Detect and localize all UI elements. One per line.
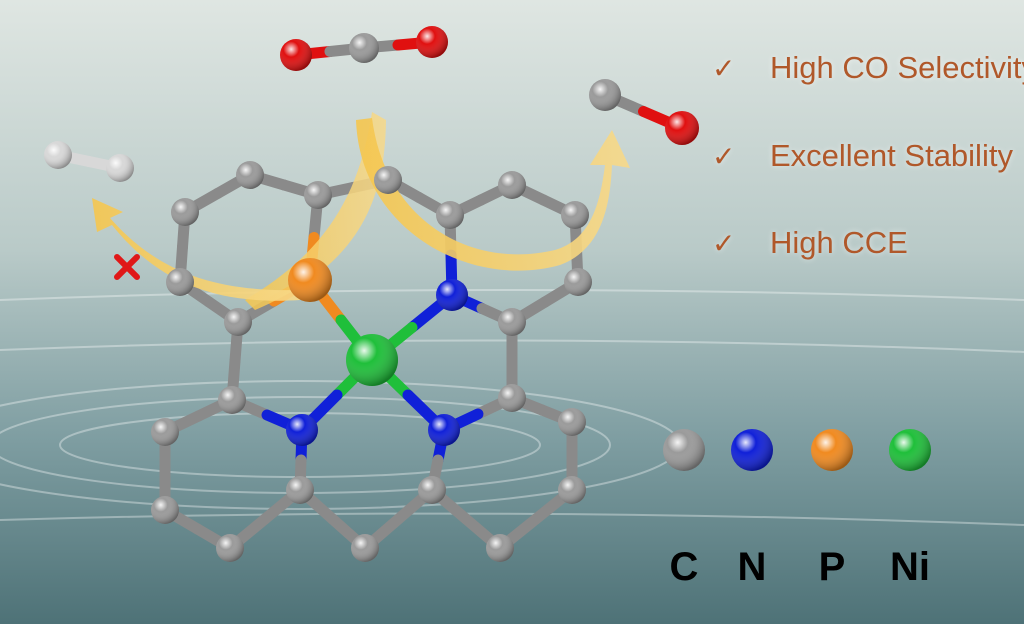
atom-c [166,268,194,296]
legend-swatch-p [811,429,853,471]
atom-c [558,476,586,504]
atoms-layer [44,26,699,562]
atom-c [171,198,199,226]
atom-o [416,26,448,58]
atom-c [561,201,589,229]
atom-n [436,279,468,311]
atom-c [218,386,246,414]
atom-c [564,268,592,296]
atom-c [374,166,402,194]
atom-h [106,154,134,182]
atom-p [288,258,332,302]
atom-c [498,171,526,199]
atom-c [286,476,314,504]
legend-label: C [669,545,699,589]
atom-c [351,534,379,562]
legend-swatch-ni [889,429,931,471]
legend-label: P [818,545,846,589]
feature-label: Excellent Stability [770,138,1013,173]
atom-c [151,496,179,524]
h2-blocked-arrow [92,198,300,301]
atom-c [498,308,526,336]
check-icon: ✓ [712,51,736,85]
legend-label: N [737,545,767,589]
feature-label: High CCE [770,225,908,260]
feature-item: ✓ High CCE [712,225,908,261]
feature-item: ✓ Excellent Stability [712,138,1013,174]
atom-n [286,414,318,446]
atom-c [236,161,264,189]
legend-swatch-n [731,429,773,471]
legend-swatch-c [663,429,705,471]
check-icon: ✓ [712,226,736,260]
atom-h [44,141,72,169]
atom-ni [346,334,398,386]
atom-o [665,111,699,145]
atom-c [558,408,586,436]
co-release-arrow [356,118,630,271]
feature-item: ✓ High CO Selectivity [712,50,1024,86]
atom-c [486,534,514,562]
atom-c [418,476,446,504]
atom-c [436,201,464,229]
check-icon: ✓ [712,139,736,173]
atom-o [280,39,312,71]
atom-c [589,79,621,111]
atom-c [498,384,526,412]
atom-c [216,534,244,562]
atom-n [428,414,460,446]
atom-c [304,181,332,209]
blocked-x-icon [114,254,140,280]
legend-label: Ni [890,545,930,589]
atom-c [349,33,379,63]
atom-c [151,418,179,446]
feature-label: High CO Selectivity [770,50,1024,85]
atom-c [224,308,252,336]
